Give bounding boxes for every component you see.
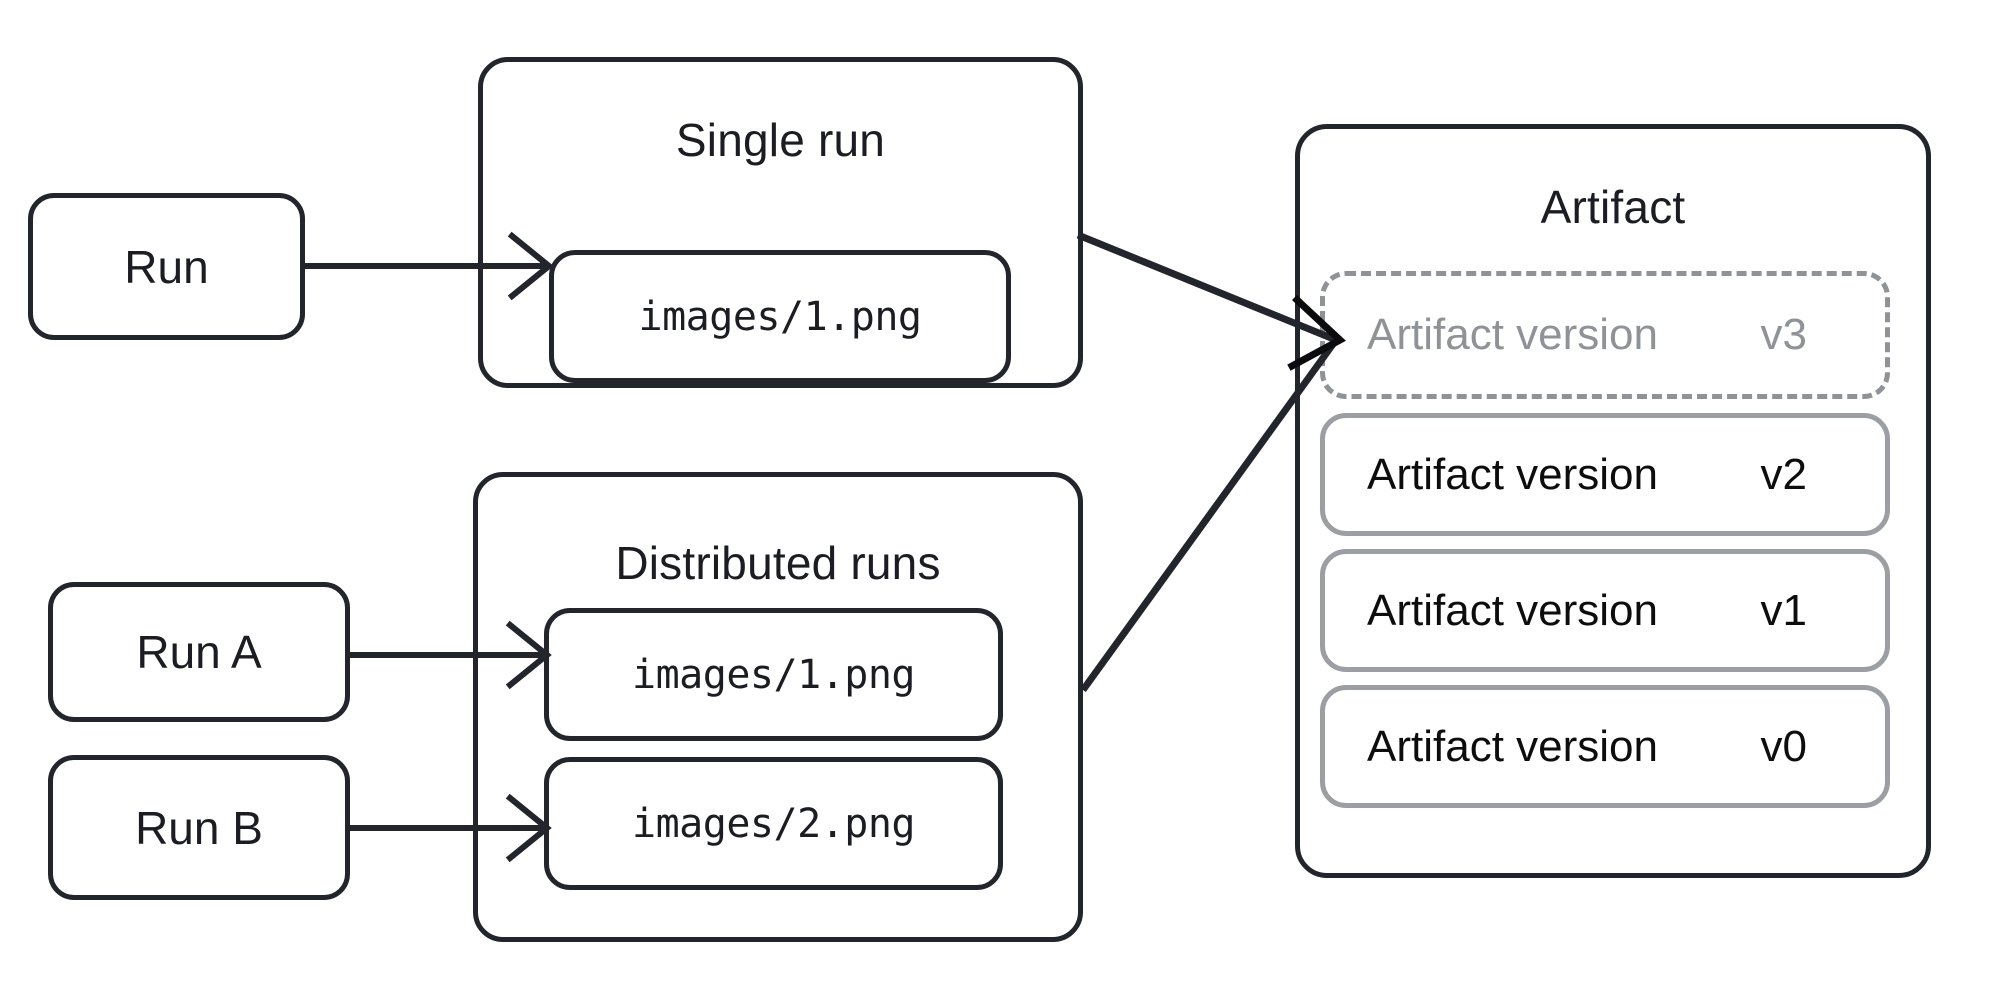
node-file-single-run-0[interactable]: images/1.png xyxy=(549,250,1011,383)
group-distributed-runs-title: Distributed runs xyxy=(615,537,941,589)
node-run-a[interactable]: Run A xyxy=(48,582,350,722)
artifact-version-label: Artifact version xyxy=(1367,449,1658,499)
artifact-panel[interactable]: Artifact Artifact version v3 Artifact ve… xyxy=(1295,124,1931,878)
artifact-version-row-v2[interactable]: Artifact version v2 xyxy=(1320,413,1890,536)
artifact-version-label: Artifact version xyxy=(1367,310,1658,359)
node-run-b-label: Run B xyxy=(135,801,263,854)
artifact-version-label: Artifact version xyxy=(1367,721,1658,771)
artifact-version-tag: v2 xyxy=(1760,449,1807,499)
node-file-label: images/1.png xyxy=(632,651,915,698)
node-file-distributed-0[interactable]: images/1.png xyxy=(544,608,1003,741)
group-distributed-runs[interactable]: Distributed runs images/1.png images/2.p… xyxy=(473,472,1083,942)
node-file-label: images/1.png xyxy=(638,293,922,340)
node-file-label: images/2.png xyxy=(632,800,915,847)
node-run-label: Run xyxy=(124,240,209,293)
artifact-version-row-v0[interactable]: Artifact version v0 xyxy=(1320,685,1890,808)
artifact-version-tag: v0 xyxy=(1760,721,1807,771)
group-single-run[interactable]: Single run images/1.png xyxy=(478,57,1083,388)
artifact-version-row-v3[interactable]: Artifact version v3 xyxy=(1320,271,1890,399)
artifact-version-tag: v3 xyxy=(1760,310,1807,359)
node-file-distributed-1[interactable]: images/2.png xyxy=(544,757,1003,890)
artifact-version-row-v1[interactable]: Artifact version v1 xyxy=(1320,549,1890,672)
node-run-a-label: Run A xyxy=(136,626,262,678)
group-single-run-title: Single run xyxy=(675,114,886,166)
node-run-b[interactable]: Run B xyxy=(48,755,350,900)
artifact-version-tag: v1 xyxy=(1760,585,1807,635)
artifact-version-label: Artifact version xyxy=(1367,585,1658,635)
node-run[interactable]: Run xyxy=(28,193,305,340)
artifact-panel-title: Artifact xyxy=(1540,181,1686,233)
